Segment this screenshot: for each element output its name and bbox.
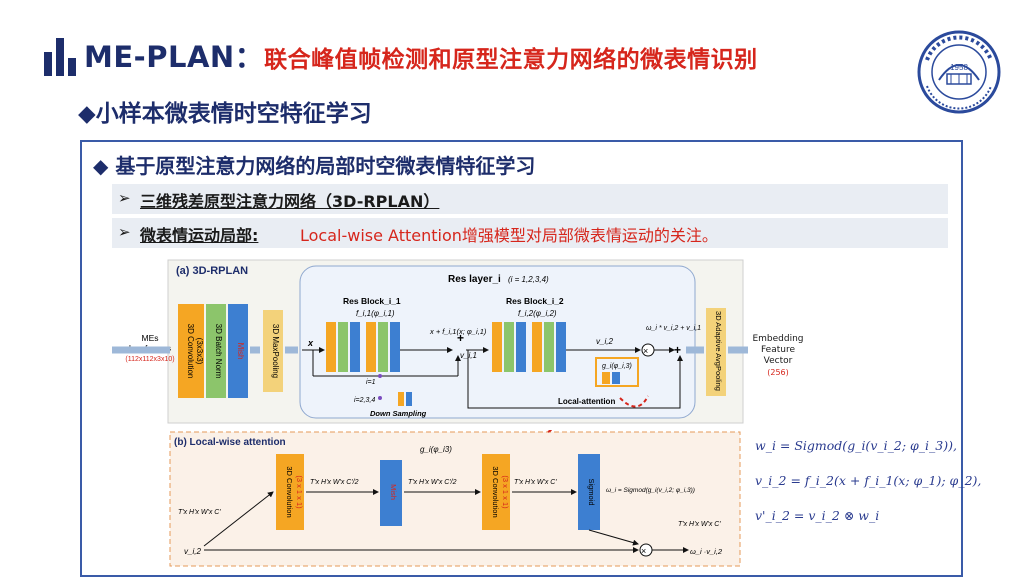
- b-dim-half-1: T'x H'x W'x C'/2: [310, 479, 359, 486]
- embed-line-3: Vector: [763, 356, 793, 366]
- b-in-dim: T'x H'x W'x C': [178, 509, 221, 516]
- f1-label: f_i,1(φ_i,1): [356, 309, 395, 318]
- b-v-in: v_i,2: [184, 547, 201, 556]
- subtitle: ◆小样本微表情时空特征学习: [78, 101, 372, 127]
- diagram-local-wise-attention: (b) Local-wise attention g_i(φ_i3) T'x H…: [169, 430, 741, 567]
- b-sigmoid-block: [578, 454, 600, 530]
- diagram-b-panel: [169, 431, 741, 567]
- logo-year: 1958: [950, 63, 968, 72]
- local-att-label: Local-attention: [558, 397, 615, 406]
- title-sub: 联合峰值帧检测和原型注意力网络的微表情识别: [264, 47, 758, 73]
- res-block-1: Res Block_i_1: [343, 296, 401, 306]
- bullet-2: ➢ 微表情运动局部: Local-wise Attention增强模型对局部微表…: [112, 218, 948, 248]
- maxpool-block: [263, 310, 283, 392]
- x-label: x: [307, 338, 314, 348]
- diagram-a-label: (a) 3D-RPLAN: [176, 265, 248, 277]
- v2-label: v_i,2: [596, 337, 613, 346]
- b-dim-final: T'x H'x W'x C': [678, 521, 721, 528]
- mish-block: [228, 304, 248, 398]
- svg-text:+: +: [457, 331, 464, 345]
- diagram-b-label: (b) Local-wise attention: [174, 437, 286, 448]
- bullet-2-value: Local-wise Attention增强模型对局部微表情运动的关注。: [300, 226, 718, 245]
- bar-chart-icon: [44, 38, 76, 76]
- bullet-arrow-icon: ➢: [118, 189, 131, 207]
- embed-line-2: Feature: [760, 345, 795, 355]
- b-conv1-k: (3 x 1 x 1): [295, 475, 304, 509]
- formula-1: w_i = Sigmod(g_i(v_i_2; φ_i_3)),: [755, 438, 957, 453]
- b-g-label: g_i(φ_i3): [420, 445, 452, 454]
- res-layer-label: Res layer_i: [448, 274, 501, 285]
- conv-block: [178, 304, 204, 398]
- b-conv1-block: [276, 454, 304, 530]
- bn-label: 3D Batch Norm: [214, 324, 223, 379]
- b-dim-out: T'x H'x W'x C': [514, 479, 557, 486]
- section-heading: ◆ 基于原型注意力网络的局部时空微表情特征学习: [93, 154, 536, 178]
- down-label: Down Sampling: [370, 409, 427, 418]
- b-omega: ω_i = Sigmod(g_i(v_i,2; φ_i,3)): [606, 487, 695, 494]
- page-title: ME-PLAN：联合峰值帧检测和原型注意力网络的微表情识别: [84, 34, 758, 76]
- conv-kernel: (3x3x3): [195, 338, 204, 365]
- conv-label: 3D Convolution: [186, 324, 195, 379]
- b-out: ω_i ·v_i,2: [690, 547, 723, 556]
- title-main: ME-PLAN：: [84, 40, 265, 74]
- bn-block: [206, 304, 226, 398]
- out-expr: ω_i * v_i,2 + v_i,1: [646, 325, 701, 332]
- svg-text:×: ×: [641, 546, 646, 556]
- f2-label: f_i,2(φ_i,2): [518, 309, 557, 318]
- b-conv2-block: [482, 454, 510, 530]
- svg-text:+: +: [674, 343, 681, 357]
- formula-panel: w_i = Sigmod(g_i(v_i_2; φ_i_3)), v_i_2 =…: [755, 438, 982, 543]
- b-mish: Mish: [389, 484, 398, 500]
- b-conv2: 3D Convolution: [491, 466, 500, 517]
- pool-label: 3D MaxPooling: [271, 324, 280, 378]
- embed-dim: (256): [767, 368, 789, 377]
- adaptive-pool-block: [706, 308, 726, 396]
- b-conv2-k: (3 x 1 x 1): [501, 475, 510, 509]
- g-label: g_i(φ_i,3): [602, 363, 632, 370]
- b-dim-half-2: T'x H'x W'x C'/2: [408, 479, 457, 486]
- bullet-2-key: 微表情运动局部:: [140, 226, 259, 245]
- diagram-3d-rplan: (a) 3D-RPLAN MEs key-frames (112x112x3x1…: [112, 259, 748, 424]
- b-conv1: 3D Convolution: [285, 466, 294, 517]
- embedding-label: Embedding Feature Vector (256): [748, 334, 808, 378]
- sum1-label: x + f_i,1(x; φ_i,1): [429, 327, 487, 336]
- adaptive-label: 3D Adaptive AvgPooling: [714, 311, 723, 391]
- embed-line-1: Embedding: [752, 334, 804, 344]
- res-block-2: Res Block_i_2: [506, 296, 564, 306]
- i234-label: i=2,3,4: [354, 397, 375, 404]
- input-dims: (112x112x3x10): [125, 356, 174, 363]
- formula-3: v'_i_2 = v_i_2 ⊗ w_i: [755, 508, 880, 523]
- bullet-1-text: 三维残差原型注意力网络（3D-RPLAN）: [140, 192, 440, 211]
- b-sigmoid: Sigmoid: [587, 478, 596, 505]
- mish-label: Mish: [236, 343, 245, 360]
- bullet-1: ➢ 三维残差原型注意力网络（3D-RPLAN）: [112, 184, 948, 214]
- university-logo: 1958: [917, 30, 1001, 114]
- res-layer-idx: (i = 1,2,3,4): [508, 275, 549, 284]
- input-label-1: MEs: [142, 333, 159, 343]
- b-mish-block: [380, 460, 402, 526]
- i1-label: i=1: [366, 379, 376, 386]
- svg-text:×: ×: [643, 346, 648, 356]
- bullet-arrow-icon: ➢: [118, 223, 131, 241]
- formula-2: v_i_2 = f_i_2(x + f_i_1(x; φ_1); φ_2),: [755, 473, 982, 488]
